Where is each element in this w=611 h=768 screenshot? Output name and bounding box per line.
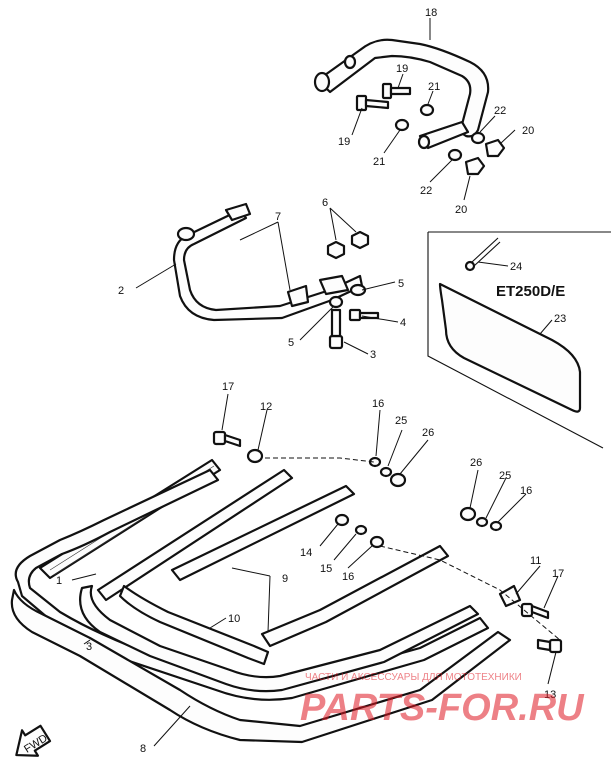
washer-21a bbox=[419, 103, 435, 117]
callout-26b: 26 bbox=[470, 457, 482, 469]
callout-20b: 20 bbox=[455, 204, 467, 216]
washer-16b bbox=[489, 520, 503, 532]
front-rail-part bbox=[118, 584, 270, 666]
screw-4 bbox=[348, 308, 380, 322]
washer-21b bbox=[394, 118, 410, 132]
callout-21a: 21 bbox=[428, 81, 440, 93]
fastener-bolt-19a bbox=[381, 82, 412, 100]
callout-18: 18 bbox=[425, 7, 437, 19]
callout-21b: 21 bbox=[373, 156, 385, 168]
callout-12: 12 bbox=[260, 401, 272, 413]
side-rail-right bbox=[260, 544, 450, 648]
callout-7: 7 bbox=[275, 211, 281, 223]
bumper-bar-part bbox=[172, 202, 364, 322]
callout-24: 24 bbox=[510, 261, 522, 273]
bolt-17b bbox=[520, 602, 550, 620]
washer-15 bbox=[354, 524, 368, 536]
model-label: ET250D/E bbox=[496, 283, 565, 300]
callout-17b: 17 bbox=[552, 568, 564, 580]
forward-arrow-icon: FWD bbox=[15, 724, 52, 757]
washer-5a bbox=[349, 283, 367, 297]
washer-22a bbox=[470, 131, 486, 145]
bracket-11 bbox=[498, 584, 522, 608]
callout-26a: 26 bbox=[422, 427, 434, 439]
washer-22b bbox=[447, 148, 463, 162]
side-rail-mid bbox=[170, 484, 356, 582]
bolt-17a bbox=[212, 430, 242, 448]
callout-20a: 20 bbox=[522, 125, 534, 137]
bolt-3 bbox=[328, 308, 344, 350]
callout-2: 2 bbox=[118, 285, 124, 297]
washer-5b bbox=[328, 295, 344, 309]
callout-4: 4 bbox=[400, 317, 406, 329]
side-rail-left bbox=[96, 468, 294, 602]
cap-nut-20b bbox=[464, 156, 486, 176]
washer-16c bbox=[369, 535, 385, 549]
washer-12 bbox=[246, 448, 264, 464]
bolt-13 bbox=[536, 638, 563, 654]
callout-11: 11 bbox=[530, 555, 541, 567]
callout-3: 3 bbox=[370, 349, 376, 361]
washer-25a bbox=[379, 466, 393, 478]
callout-5b: 5 bbox=[288, 337, 294, 349]
callout-14: 14 bbox=[300, 547, 312, 559]
washer-25b bbox=[475, 516, 489, 528]
callout-5a: 5 bbox=[398, 278, 404, 290]
fastener-bolt-19b bbox=[355, 94, 390, 112]
watermark-brand: PARTS-FOR.RU bbox=[300, 687, 585, 729]
callout-19b: 19 bbox=[338, 136, 350, 148]
callout-8: 8 bbox=[140, 743, 146, 755]
callout-10: 10 bbox=[228, 613, 240, 625]
watermark: ЧАСТИ И АКСЕССУАРЫ ДЛЯ МОТОТЕХНИКИ PARTS… bbox=[300, 672, 585, 729]
callout-numbers: 18 19 21 19 21 22 20 22 20 7 6 2 5 4 5 3… bbox=[56, 7, 566, 755]
skirt-panel-part bbox=[10, 588, 512, 744]
callout-19a: 19 bbox=[396, 63, 408, 75]
callout-23: 23 bbox=[554, 313, 566, 325]
callout-1: 1 bbox=[56, 575, 62, 587]
callout-3b-mark: 3 bbox=[86, 641, 92, 653]
main-frame-part bbox=[14, 468, 490, 701]
nut-26a bbox=[389, 472, 407, 488]
nut-26b bbox=[459, 506, 477, 522]
callout-25a: 25 bbox=[395, 415, 407, 427]
nut-6a bbox=[326, 240, 346, 260]
callout-16a: 16 bbox=[372, 398, 384, 410]
model-variant-inset bbox=[427, 231, 611, 449]
callout-16b: 16 bbox=[520, 485, 532, 497]
watermark-tagline: ЧАСТИ И АКСЕССУАРЫ ДЛЯ МОТОТЕХНИКИ bbox=[305, 672, 522, 683]
callout-25b: 25 bbox=[499, 470, 511, 482]
callout-17a: 17 bbox=[222, 381, 234, 393]
grab-handle-part bbox=[313, 38, 490, 150]
callout-6: 6 bbox=[322, 197, 328, 209]
nut-14 bbox=[334, 513, 350, 527]
callout-9: 9 bbox=[282, 573, 288, 585]
nut-6b bbox=[350, 230, 370, 250]
leader-lines bbox=[71, 18, 559, 747]
cap-nut-20a bbox=[484, 138, 506, 158]
callout-22b: 22 bbox=[420, 185, 432, 197]
callout-22a: 22 bbox=[494, 105, 506, 117]
callout-15: 15 bbox=[320, 563, 332, 575]
callout-13: 13 bbox=[544, 689, 556, 701]
callout-16c: 16 bbox=[342, 571, 354, 583]
